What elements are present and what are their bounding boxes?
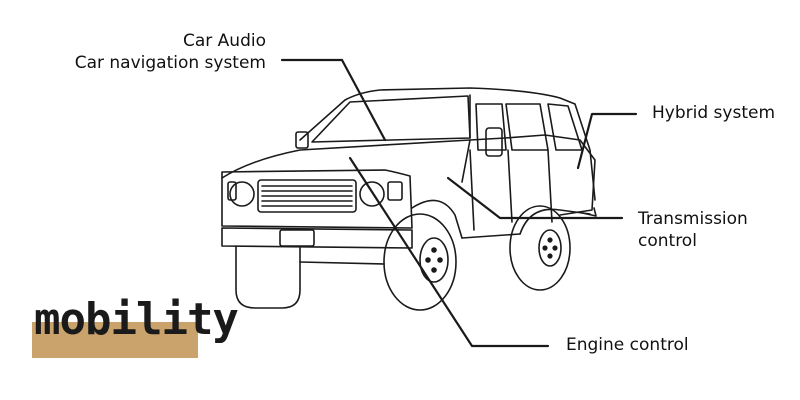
car-windshield [311,95,471,143]
car-axle-under [299,261,385,265]
car-front-fender [411,199,463,239]
car-grille-slats [261,185,353,207]
car-window-rear-door [505,103,549,151]
car-hood [221,139,471,183]
car-roof [299,87,596,201]
car-rear-fender [519,208,591,235]
car-rear-right-tire [509,205,571,291]
callout-car-audio-line1: Car Audio [183,31,266,51]
car-bumper [221,227,413,249]
callout-transmission-line1: Transmission [638,209,748,229]
leader-car-audio [280,58,387,142]
mobility-logo: mobility [32,294,239,360]
car-front-right-tire [383,213,457,311]
car-license-plate [279,229,315,247]
car-rocker [461,233,521,239]
logo-text: mobility [34,294,239,345]
car-headlight-left [229,181,255,207]
car-indicator-right [387,181,403,201]
leader-transmission [446,176,624,220]
car-indicator-left [227,181,237,201]
car-front-left-tire [235,245,301,309]
leader-hybrid [576,112,638,170]
callout-transmission-line2: control [638,231,697,251]
car-left-mirror [295,131,309,149]
callout-car-audio: Car Audio Car navigation system [40,30,266,74]
callout-transmission: Transmission control [638,208,748,252]
leader-engine [348,156,550,348]
callout-engine-control: Engine control [566,335,689,355]
car-rear-right-rim [538,229,562,267]
car-grille [257,179,357,213]
car-body-side [469,94,596,216]
car-window-front-door [475,103,507,151]
car-front-right-rim [419,237,449,283]
car-headlight-right [359,181,385,207]
car-front-face [221,169,413,229]
callout-hybrid-system: Hybrid system [652,103,776,123]
car-spare-hitch [577,207,597,217]
callout-car-audio-line2: Car navigation system [74,53,266,73]
logo-band [32,322,198,358]
car-side-mirror [485,127,503,157]
